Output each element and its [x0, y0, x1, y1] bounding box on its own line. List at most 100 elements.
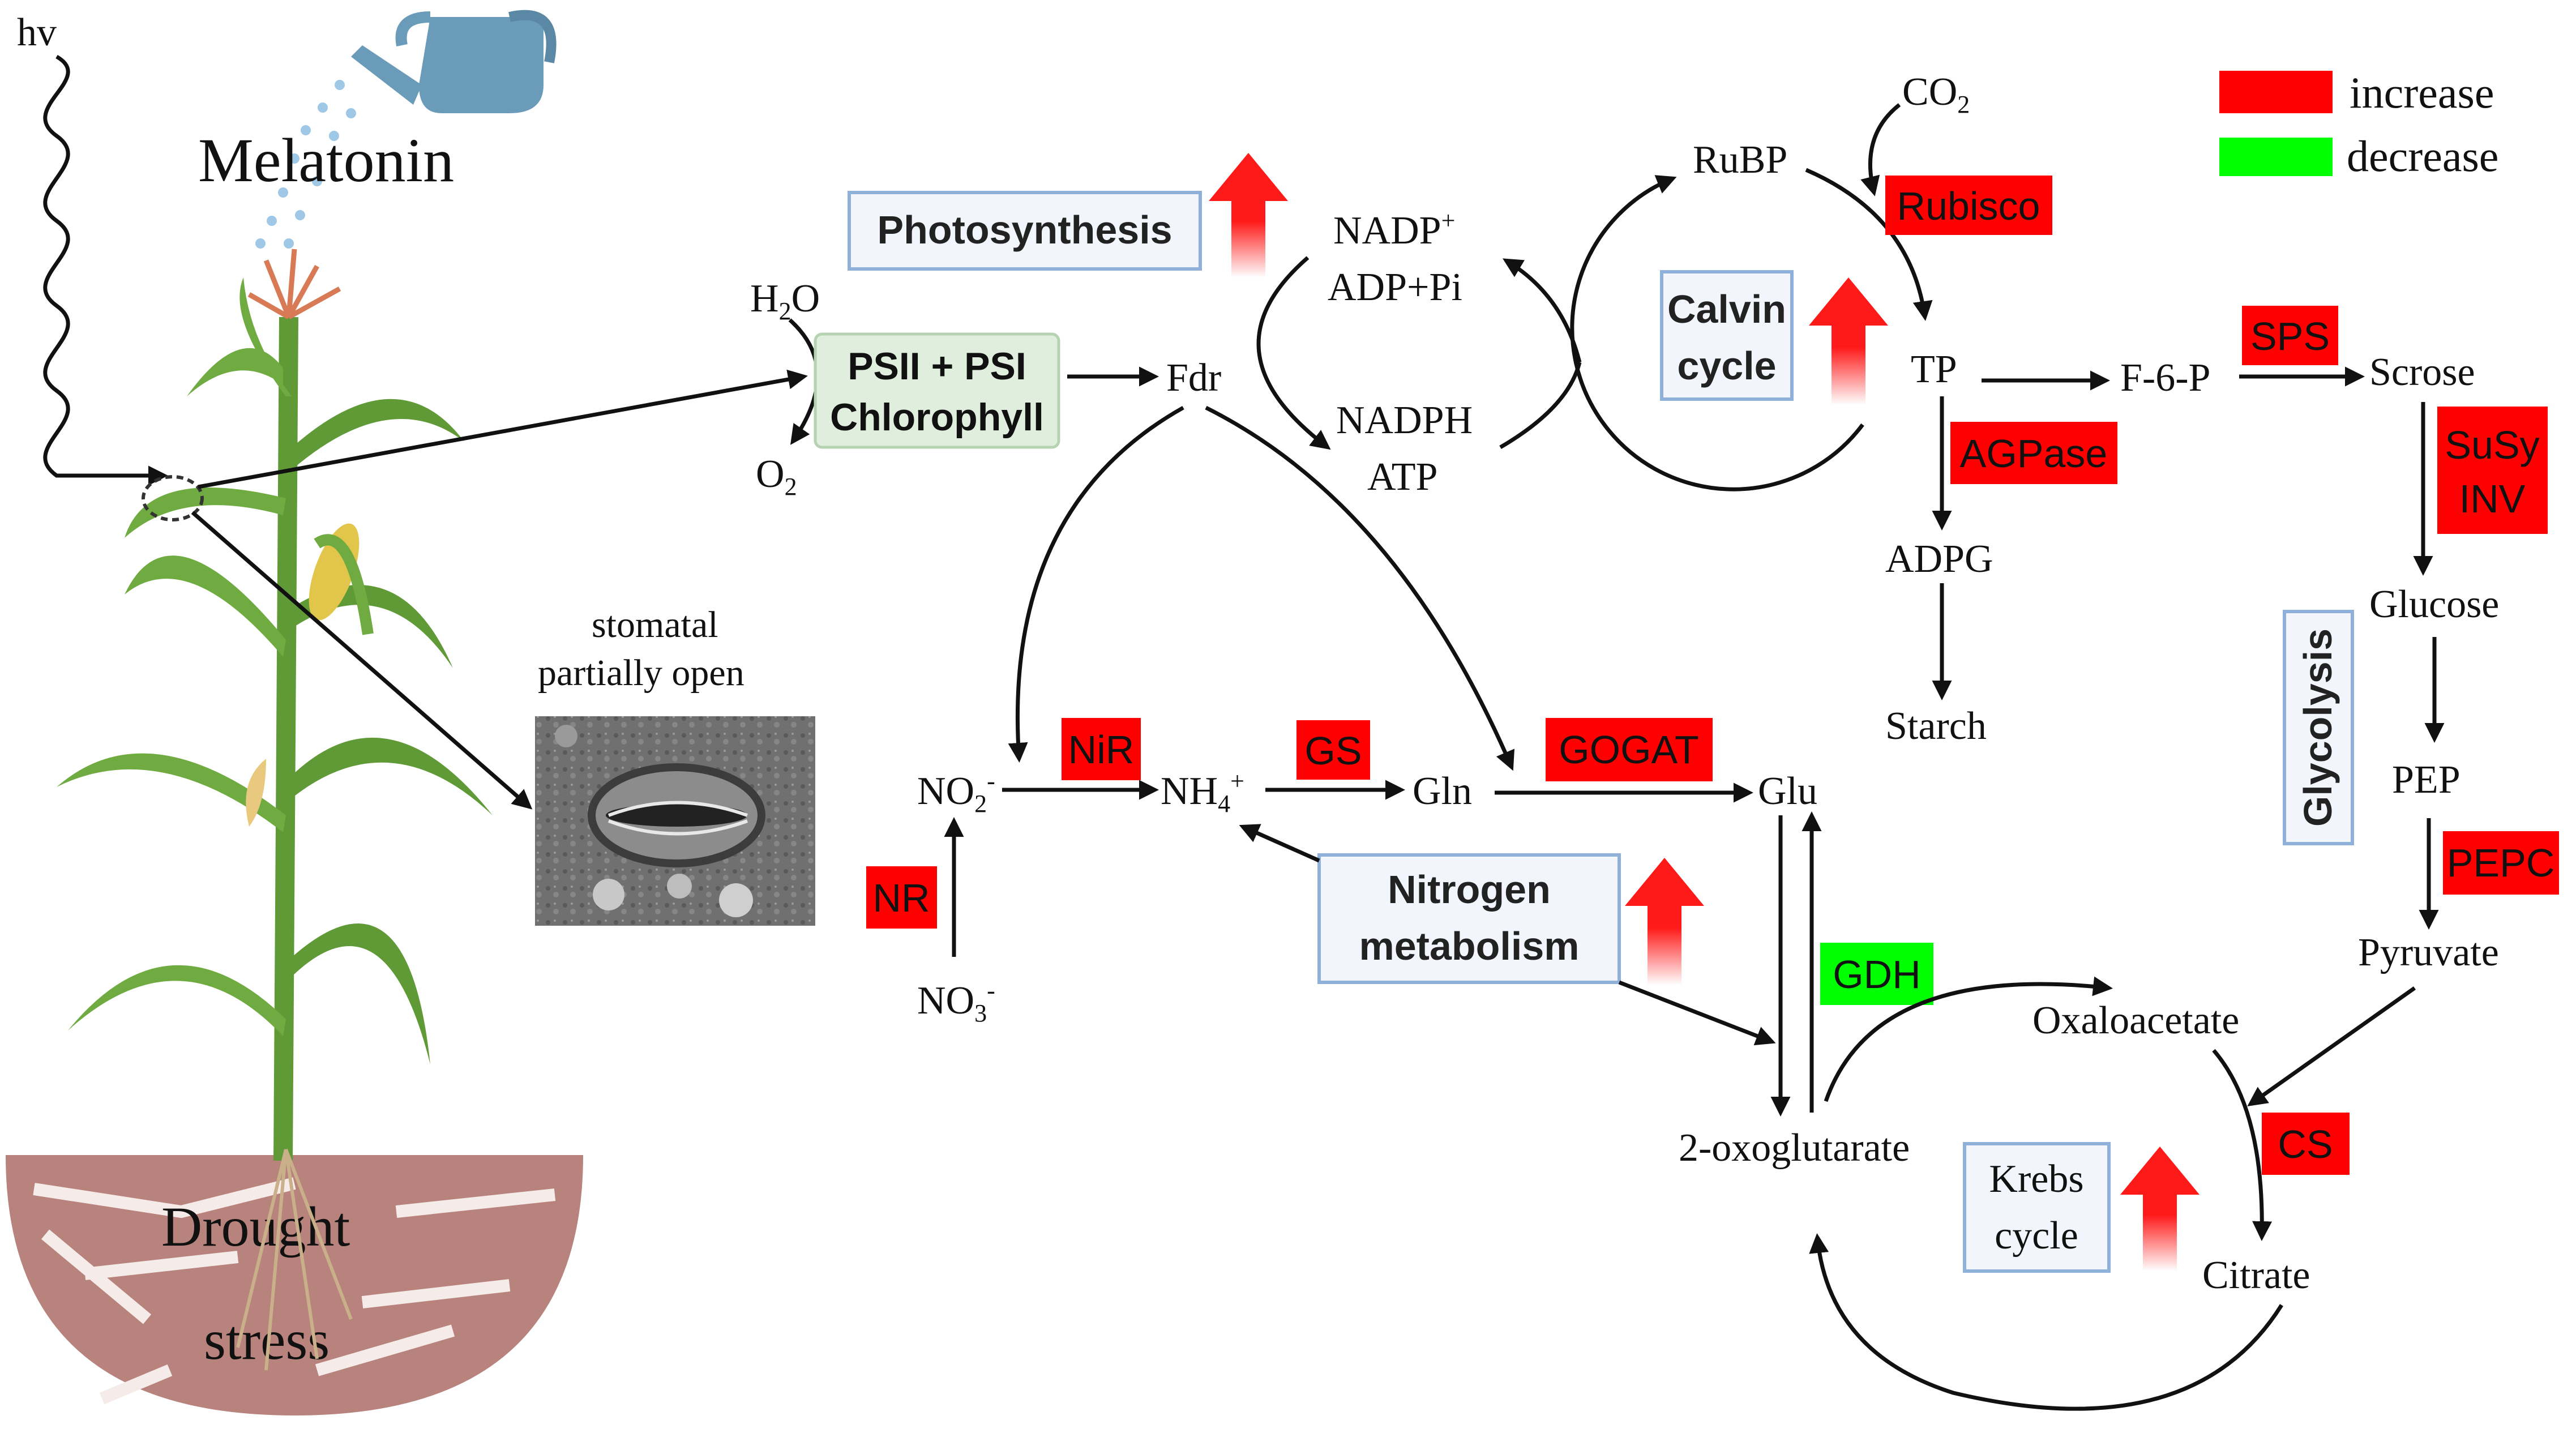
enzyme-gs [1296, 720, 1370, 780]
soil-illustration [6, 1155, 583, 1415]
photosystem-box [814, 332, 1060, 449]
enzyme-pepc [2443, 831, 2559, 895]
photosynthesis-up-arrow [1209, 153, 1288, 277]
enzyme-gs-label: GS [1304, 729, 1362, 773]
arrow-nadp-to-nadph [1256, 256, 1331, 450]
calvin-up-arrow [1809, 277, 1888, 405]
rubp-label: RuBP [1693, 138, 1787, 182]
arrow-pyruvate-to-citrate [2247, 986, 2416, 1107]
f6p-label: F-6-P [2120, 356, 2210, 400]
light-wave [43, 54, 168, 486]
arrow-nitrogen-to-oxoglutarate [1618, 980, 1776, 1046]
h2o-label: H2O [750, 277, 820, 325]
enzyme-nir [1062, 718, 1141, 780]
atp-label: ATP [1367, 455, 1437, 499]
photosynthesis-label: Photosynthesis [877, 208, 1172, 252]
calvin-box [1660, 270, 1794, 401]
water-drops [255, 80, 356, 249]
stomata-label-1: stomatal [592, 604, 718, 645]
tp-label: TP [1911, 348, 1957, 391]
pyruvate-label: Pyruvate [2358, 931, 2499, 974]
leaf-selection-marker [142, 475, 204, 521]
arrow-nitrogen-to-nh4 [1239, 824, 1320, 863]
arrow-fdr-to-glu-branch [1205, 405, 1515, 771]
enzyme-rubisco-label: Rubisco [1897, 184, 2040, 228]
treatment-label: Melatonin [198, 126, 454, 195]
photosystem-line1: PSII + PSI [848, 345, 1026, 388]
light-label: hv [17, 11, 57, 54]
no2-label: NO2- [917, 767, 995, 818]
krebs-up-arrow [2120, 1147, 2200, 1271]
nadp-label: NADP+ [1333, 207, 1455, 253]
enzyme-cs [2262, 1113, 2350, 1175]
photosystem-line2: Chlorophyll [830, 396, 1044, 439]
calvin-line2: cycle [1677, 344, 1776, 388]
oxoglutarate-label: 2-oxoglutarate [1679, 1126, 1910, 1170]
oxaloacetate-label: Oxaloacetate [2032, 999, 2239, 1042]
legend-decrease-label: decrease [2347, 131, 2498, 181]
krebs-box [1963, 1142, 2111, 1273]
stomata-label-2: partially open [538, 652, 744, 694]
calvin-cycle-circle [1570, 175, 1864, 491]
enzyme-agpase [1950, 422, 2117, 484]
pep-label: PEP [2392, 758, 2461, 802]
krebs-line2: cycle [1995, 1214, 2078, 1258]
starch-label: Starch [1885, 704, 1987, 748]
nitrogen-line1: Nitrogen [1388, 867, 1551, 912]
nh4-label: NH4+ [1161, 767, 1244, 818]
enzyme-rubisco [1885, 176, 2052, 235]
enzyme-pepc-label: PEPC [2447, 841, 2555, 885]
adp-pi-label: ADP+Pi [1328, 266, 1462, 309]
water-split-arc [788, 318, 820, 445]
enzyme-gdh [1820, 943, 1933, 1005]
enzyme-susy-label: SuSy [2445, 423, 2539, 467]
enzyme-gogat [1546, 718, 1713, 781]
enzyme-agpase-label: AGPase [1960, 431, 2108, 476]
enzyme-gdh-label: GDH [1833, 952, 1921, 997]
enzyme-inv-label: INV [2459, 477, 2526, 521]
glucose-label: Glucose [2369, 583, 2499, 626]
arrow-leaf-to-photosystem [198, 369, 808, 489]
nitrogen-up-arrow [1625, 858, 1704, 985]
enzyme-nir-label: NiR [1068, 728, 1135, 772]
stress-line1: Drought [161, 1195, 350, 1258]
no3-label: NO3- [917, 977, 995, 1027]
arrow-citrate-to-oxoglutarate [1809, 1233, 2283, 1411]
arrow-oxoglutarate-to-oxaloacetate [1824, 976, 2113, 1102]
adpg-label: ADPG [1885, 537, 1993, 581]
calvin-line1: Calvin [1667, 287, 1786, 331]
enzyme-nr [866, 866, 937, 929]
nitrogen-line2: metabolism [1359, 924, 1580, 968]
maize-plant-illustration [57, 249, 493, 1371]
photosynthesis-box [848, 191, 1202, 271]
arrow-fdr-to-no2 [1008, 405, 1184, 763]
arrow-nadph-to-calvin [1499, 362, 1582, 450]
arrow-co2-fixation [1860, 103, 1901, 196]
enzyme-susy-inv [2437, 407, 2548, 534]
glu-label: Glu [1758, 769, 1817, 813]
scrose-label: Scrose [2369, 350, 2475, 394]
nitrogen-box [1317, 853, 1621, 984]
gln-label: Gln [1413, 769, 1472, 813]
krebs-line1: Krebs [1989, 1157, 2083, 1201]
legend-increase-swatch [2219, 71, 2333, 113]
nadph-label: NADPH [1336, 399, 1473, 442]
citrate-label: Citrate [2202, 1254, 2310, 1297]
enzyme-cs-label: CS [2278, 1122, 2333, 1166]
enzyme-sps-label: SPS [2250, 314, 2330, 358]
legend-increase-label: increase [2350, 68, 2494, 117]
glycolysis-label: Glycolysis [2296, 628, 2340, 827]
arrow-leaf-to-stomata [191, 511, 533, 810]
glycolysis-box [2283, 610, 2354, 845]
arrow-oxaloacetate-to-citrate [2212, 1049, 2273, 1241]
co2-label: CO2 [1902, 70, 1970, 118]
watering-can-icon [351, 10, 557, 113]
fdr-label: Fdr [1166, 356, 1221, 400]
arrow-calvin-to-nadp [1502, 258, 1582, 363]
legend-decrease-swatch [2219, 138, 2333, 176]
enzyme-nr-label: NR [872, 876, 930, 920]
stomata-micrograph [535, 716, 815, 926]
o2-label: O2 [756, 452, 797, 501]
